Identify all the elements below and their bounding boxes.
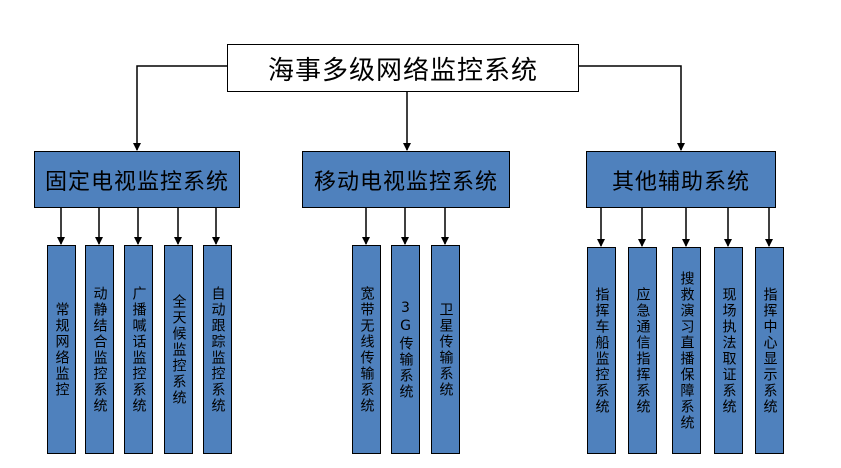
leaf-label: 常规网络监控 — [53, 301, 70, 398]
leaf-label: 宽带无线传输系统 — [358, 285, 375, 414]
leaf-node: 指挥车船监控系统 — [587, 247, 616, 454]
leaf-node: 卫星传输系统 — [431, 245, 460, 454]
leaf-node: 宽带无线传输系统 — [352, 245, 381, 454]
root-node: 海事多级网络监控系统 — [227, 44, 579, 92]
leaf-label: 现场执法取证系统 — [720, 286, 737, 415]
leaf-node: 广播喊话监控系统 — [124, 245, 153, 454]
leaf-node: 动静结合监控系统 — [85, 245, 114, 454]
leaf-label: 搜救演习直播保障系统 — [678, 270, 695, 431]
leaf-label: 应急通信指挥系统 — [634, 286, 651, 415]
leaf-label: 指挥中心显示系统 — [761, 286, 778, 415]
connector-root-cat3 — [579, 65, 685, 151]
leaf-node: 应急通信指挥系统 — [628, 247, 657, 454]
connector-root-cat1 — [133, 65, 227, 151]
category-mobile-tv-monitoring: 移动电视监控系统 — [302, 151, 510, 208]
leaf-node: 现场执法取证系统 — [714, 247, 743, 454]
leaf-label: 动静结合监控系统 — [91, 285, 108, 414]
leaf-label: 卫星传输系统 — [437, 301, 454, 398]
category-fixed-tv-monitoring: 固定电视监控系统 — [34, 151, 240, 208]
category-auxiliary-systems: 其他辅助系统 — [586, 151, 776, 208]
leaf-node: 指挥中心显示系统 — [755, 247, 784, 454]
leaf-label: 指挥车船监控系统 — [593, 286, 610, 415]
leaf-node: 全天候监控系统 — [164, 245, 193, 454]
leaf-label: 3G传输系统 — [397, 299, 414, 400]
leaf-node: 3G传输系统 — [391, 245, 420, 454]
leaf-label: 全天候监控系统 — [170, 293, 187, 406]
leaf-node: 搜救演习直播保障系统 — [672, 247, 701, 454]
leaf-label: 自动跟踪监控系统 — [209, 285, 226, 414]
leaf-node: 自动跟踪监控系统 — [203, 245, 232, 454]
leaf-label: 广播喊话监控系统 — [130, 285, 147, 414]
leaf-node: 常规网络监控 — [47, 245, 76, 454]
